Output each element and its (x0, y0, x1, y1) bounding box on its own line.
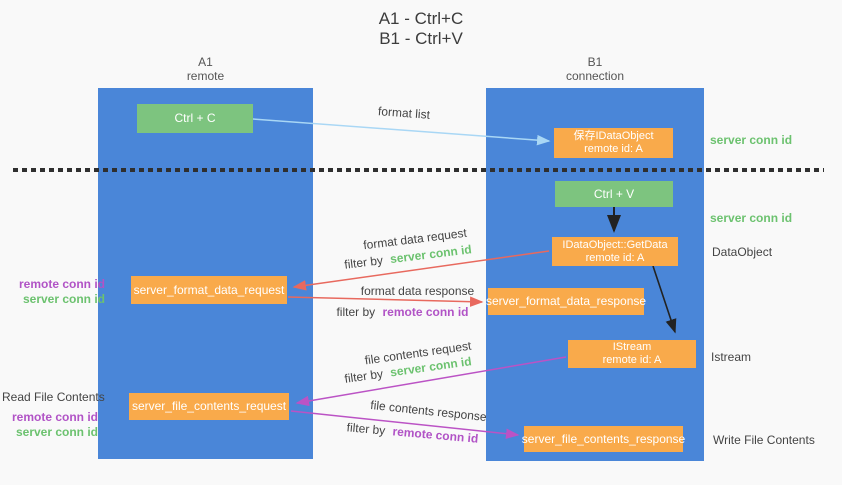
dashed-divider-line (13, 168, 824, 172)
node-save-dataobject-line1: 保存IDataObject (573, 130, 654, 142)
node-istream-line1: IStream (612, 341, 652, 353)
lane-b1-role: connection (565, 69, 625, 83)
label-format-list: format list (374, 104, 435, 122)
annotation-read-file-contents: Read File Contents remote conn id server… (2, 390, 105, 440)
label-filter-file-response: filter by remote conn id (335, 419, 491, 446)
lane-a1-role: remote (186, 69, 225, 83)
annotation-server-conn-id-mid: server conn id (710, 211, 793, 225)
node-save-dataobject: 保存IDataObject remote id: A (554, 128, 673, 158)
remote-conn-id-annotation: remote conn id (18, 277, 105, 291)
server-conn-id-annotation: server conn id (15, 425, 98, 439)
node-ctrl-c: Ctrl + C (137, 104, 253, 133)
remote-conn-id-annotation: remote conn id (11, 410, 98, 424)
node-ctrl-c-label: Ctrl + C (174, 111, 216, 125)
label-format-data-response: format data response (355, 284, 480, 298)
format-list-text: format list (377, 104, 431, 122)
node-istream: IStream remote id: A (568, 340, 696, 368)
diagram-title-line2: B1 - Ctrl+V (379, 29, 463, 48)
node-server-format-data-request: server_format_data_request (131, 276, 287, 304)
read-file-contents-label: Read File Contents (2, 390, 105, 404)
filter-by-text: filter by (346, 420, 386, 438)
diagram-title-line1: A1 - Ctrl+C (378, 9, 464, 28)
label-filter-format-response: filter by remote conn id (335, 305, 470, 319)
node-getdata-line1: IDataObject::GetData (562, 238, 668, 251)
node-istream-line2: remote id: A (602, 354, 662, 366)
node-ctrl-v-label: Ctrl + V (593, 186, 635, 201)
filter-by-text: filter by (336, 305, 376, 319)
lane-b1-name: B1 (587, 55, 603, 69)
node-server-file-contents-response: server_file_contents_response (521, 426, 686, 452)
node-server-file-contents-request: server_file_contents_request (129, 393, 289, 420)
remote-conn-id-text: remote conn id (382, 305, 469, 319)
server-conn-id-annotation: server conn id (22, 292, 105, 306)
node-getdata-line2: remote id: A (585, 251, 645, 264)
remote-conn-id-text: remote conn id (391, 424, 479, 446)
lane-header-a1: A1 remote (98, 55, 313, 83)
node-server-format-data-response: server_format_data_response (485, 288, 647, 315)
lane-a1-name: A1 (198, 55, 213, 69)
annotation-dataobject: DataObject (712, 245, 773, 259)
filter-by-text: filter by (343, 253, 384, 272)
file-contents-response-text: file contents response (369, 397, 488, 425)
node-save-dataobject-line2: remote id: A (584, 143, 643, 155)
lane-header-b1: B1 connection (486, 55, 704, 83)
node-getdata: IDataObject::GetData remote id: A (552, 237, 678, 266)
annotation-istream: Istream (711, 350, 752, 364)
format-data-response-text: format data response (360, 284, 475, 298)
label-file-contents-response: file contents response (356, 396, 502, 425)
node-server-file-contents-response-label: server_file_contents_response (521, 431, 686, 446)
node-server-file-contents-request-label: server_file_contents_request (131, 399, 287, 413)
annotation-left-mid: remote conn id server conn id (10, 277, 105, 307)
annotation-write-file-contents: Write File Contents (713, 433, 815, 447)
node-server-format-data-response-label: server_format_data_response (485, 294, 647, 308)
diagram-title: A1 - Ctrl+C B1 - Ctrl+V (0, 9, 842, 49)
annotation-server-conn-id-top: server conn id (710, 133, 793, 147)
node-ctrl-v: Ctrl + V (555, 181, 673, 207)
node-server-format-data-request-label: server_format_data_request (133, 282, 285, 297)
